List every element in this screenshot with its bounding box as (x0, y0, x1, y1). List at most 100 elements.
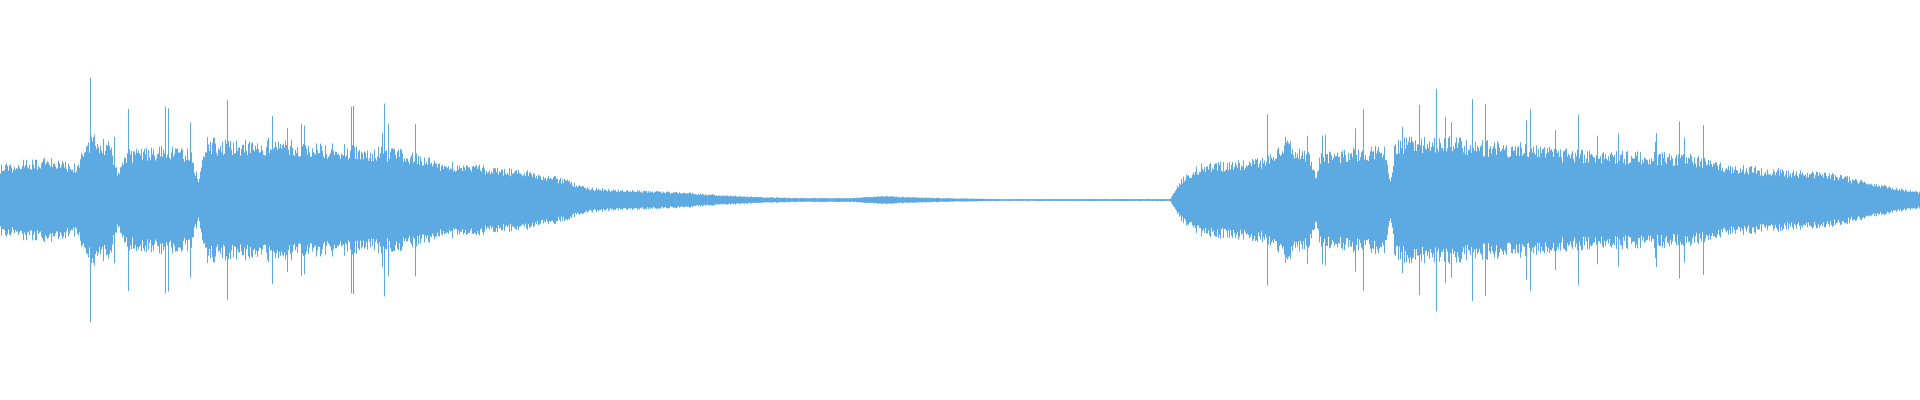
waveform-bar (1646, 159, 1647, 241)
waveform-bar (1561, 157, 1562, 243)
waveform-bar (1878, 185, 1879, 215)
waveform-bar (1548, 152, 1549, 248)
waveform-bar (316, 143, 317, 257)
waveform-bar (1807, 172, 1808, 228)
waveform-bar (786, 198, 787, 202)
waveform-bar (1756, 173, 1757, 227)
waveform-bar (428, 157, 429, 243)
waveform-bar (755, 197, 756, 203)
waveform-bar (296, 152, 297, 248)
waveform-bar (641, 191, 642, 209)
waveform-bar (221, 152, 222, 248)
waveform-bar (1408, 141, 1409, 259)
waveform-bar (945, 198, 946, 202)
waveform-bar (687, 193, 688, 207)
waveform-bar (42, 161, 43, 239)
waveform-bar (1721, 170, 1722, 230)
waveform-bar (510, 176, 511, 224)
waveform-bar (1022, 199, 1023, 201)
waveform-bar (558, 183, 559, 217)
waveform-bar (797, 198, 798, 202)
waveform-bar (1182, 183, 1183, 217)
waveform-bar (1291, 153, 1292, 247)
waveform-bar (1311, 161, 1312, 239)
waveform-bar (620, 191, 621, 209)
waveform-bar (916, 197, 917, 203)
waveform-bar (733, 195, 734, 205)
waveform-bar (1868, 183, 1869, 217)
waveform-bar (723, 196, 724, 204)
waveform-bar (999, 199, 1000, 201)
waveform-bar (800, 198, 801, 202)
waveform-bar (446, 166, 447, 234)
waveform-bar (1541, 153, 1542, 247)
waveform-bar (848, 198, 849, 202)
waveform-bar (94, 134, 95, 266)
waveform-bar (1654, 152, 1655, 248)
waveform-bar (1468, 150, 1469, 250)
waveform-bar (1239, 163, 1240, 237)
waveform-bar (1701, 158, 1702, 242)
waveform-bar (1004, 199, 1005, 201)
waveform-bar (1266, 162, 1267, 238)
waveform-bar (327, 158, 328, 242)
waveform-bar (361, 151, 362, 249)
waveform-bar (1144, 199, 1145, 201)
waveform-bar (1290, 141, 1291, 259)
waveform-bar (1139, 199, 1140, 201)
waveform-bar (546, 180, 547, 220)
waveform-bar (1759, 171, 1760, 229)
waveform-bar (1347, 161, 1348, 239)
waveform-bar (1900, 191, 1901, 209)
waveform-bar (503, 175, 504, 225)
waveform-bar (1779, 175, 1780, 225)
waveform-bar (355, 158, 356, 242)
waveform-bar (1406, 137, 1407, 263)
waveform-bar (1392, 172, 1393, 228)
waveform-bar (1690, 153, 1691, 246)
waveform-bar (1401, 148, 1402, 252)
waveform-bar (682, 193, 683, 207)
waveform-bar (1733, 172, 1734, 228)
waveform-bar (1191, 177, 1192, 223)
waveform-bar (1670, 160, 1671, 240)
waveform-bar (1805, 174, 1806, 226)
waveform-bar (1606, 158, 1607, 242)
waveform-bar (1499, 147, 1500, 253)
waveform-bar (802, 198, 803, 202)
waveform-bar (286, 145, 287, 256)
waveform-bar (909, 197, 910, 203)
waveform-bar (756, 196, 757, 204)
waveform-bar (1339, 156, 1340, 244)
waveform-bar (231, 149, 232, 251)
waveform-bar (1634, 158, 1635, 242)
waveform-bar (360, 159, 361, 241)
waveform-bar (371, 161, 372, 239)
waveform-bar (1531, 148, 1532, 252)
waveform-bar (1442, 147, 1443, 253)
waveform-bar (1505, 147, 1506, 253)
waveform-bar (1340, 163, 1341, 237)
waveform-bar (754, 197, 755, 203)
waveform-bar (918, 197, 919, 203)
waveform-bar (253, 150, 254, 251)
waveform-bar (337, 154, 338, 246)
waveform-bar (1466, 139, 1467, 261)
waveform-bar (1031, 199, 1032, 201)
waveform-bar (443, 169, 444, 232)
waveform-bar (1029, 199, 1030, 201)
waveform-bar (1871, 184, 1872, 216)
waveform-bar (990, 199, 991, 201)
waveform-bar (819, 198, 820, 202)
waveform-bar (925, 197, 926, 203)
waveform-bar (1781, 173, 1782, 227)
waveform-bar (638, 191, 639, 209)
waveform-bar (59, 163, 60, 237)
waveform-bar (1632, 158, 1633, 242)
waveform-bar (150, 160, 151, 240)
waveform-bar (66, 168, 67, 232)
waveform-bar (597, 190, 598, 210)
waveform-bar (174, 154, 175, 246)
waveform-bar (1101, 199, 1102, 201)
waveform-bar (1365, 155, 1366, 245)
